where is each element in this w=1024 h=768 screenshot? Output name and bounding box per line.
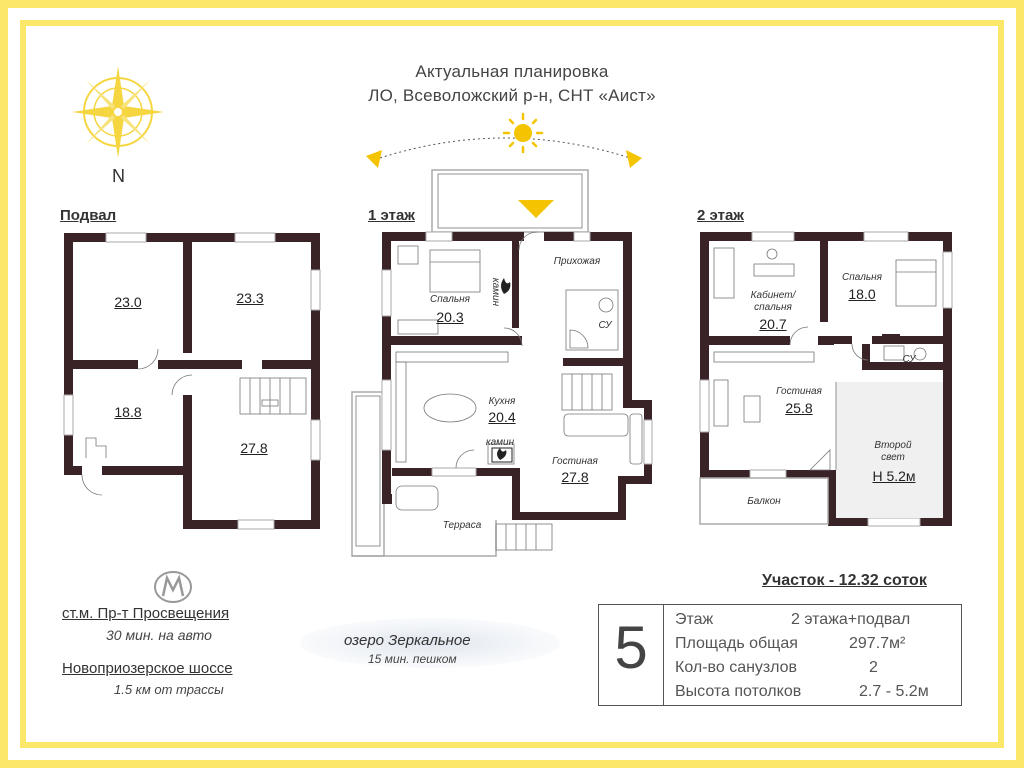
first-kitchen-name: Кухня [488, 396, 516, 407]
info-box: 5 Этаж 2 этажа+подвал Площадь общая 297.… [598, 604, 962, 706]
compass-rose-icon [72, 66, 164, 158]
info-label: Высота потолков [675, 683, 802, 700]
highway-name: Новоприозерское шоссе [62, 660, 233, 677]
sun-icon [366, 112, 642, 168]
second-balcony-name: Балкон [747, 496, 781, 507]
first-fireplace-name: камин [490, 277, 501, 307]
lake-backdrop [300, 618, 560, 668]
page-title-line2: ЛО, Всеволожский р-н, СНТ «Аист» [368, 86, 656, 105]
info-value: 2 этажа+подвал [791, 611, 911, 628]
floor-label-basement: Подвал [60, 207, 117, 224]
first-bedroom-name: Спальня [430, 294, 470, 305]
compass-north-label: N [112, 166, 125, 186]
second-bedroom-name: Спальня [842, 272, 882, 283]
floor-label-first: 1 этаж [368, 207, 415, 224]
basement-room-area: 27.8 [240, 440, 268, 456]
info-box-number: 5 [614, 614, 648, 681]
first-hall-name: Прихожая [553, 256, 601, 267]
second-floor-plan [699, 231, 953, 527]
fireplace-icon [491, 278, 513, 463]
metro-time: 30 мин. на авто [106, 627, 212, 643]
basement-room-area: 23.0 [114, 294, 142, 310]
first-bath-name: СУ [598, 320, 612, 331]
info-value: 2 [869, 659, 878, 676]
second-office-name-line2: спальня [754, 302, 792, 313]
info-value: 2.7 - 5.2м [859, 683, 929, 700]
first-living-name: Гостиная [552, 456, 598, 467]
first-bedroom-area: 20.3 [436, 309, 464, 325]
second-office-area: 20.7 [759, 316, 787, 332]
info-label: Этаж [675, 611, 714, 628]
second-light-name-line1: Второй [874, 440, 912, 451]
page-title-line1: Актуальная планировка [415, 62, 609, 81]
first-kitchen-area: 20.4 [488, 409, 516, 425]
first-fireplace2-name: камин [485, 437, 515, 448]
lake-time: 15 мин. пешком [368, 652, 457, 666]
metro-name: ст.м. Пр-т Просвещения [62, 605, 230, 622]
highway-distance: 1.5 км от трассы [114, 682, 224, 697]
second-living-area: 25.8 [785, 400, 813, 416]
first-floor-plan [351, 169, 653, 557]
lake-name: озеро Зеркальное [344, 632, 471, 649]
second-light-name-line2: свет [881, 452, 905, 463]
info-label: Площадь общая [675, 635, 798, 652]
second-bath-name: СУ [902, 354, 916, 365]
floor-label-second: 2 этаж [697, 207, 744, 224]
first-living-area: 27.8 [561, 469, 589, 485]
info-label: Кол-во санузлов [675, 659, 797, 676]
metro-icon [154, 571, 192, 603]
basement-room-area: 18.8 [114, 404, 142, 420]
basement-room-area: 23.3 [236, 290, 264, 306]
info-value: 297.7м² [849, 635, 906, 652]
first-terrace-name: Терраса [442, 520, 482, 531]
plot-size-label: Участок - 12.32 соток [762, 572, 927, 589]
second-bedroom-area: 18.0 [848, 286, 876, 302]
second-living-name: Гостиная [776, 386, 822, 397]
basement-plan [63, 232, 321, 530]
second-office-name-line1: Кабинет/ [750, 290, 796, 301]
second-light-height: Н 5.2м [872, 468, 916, 484]
